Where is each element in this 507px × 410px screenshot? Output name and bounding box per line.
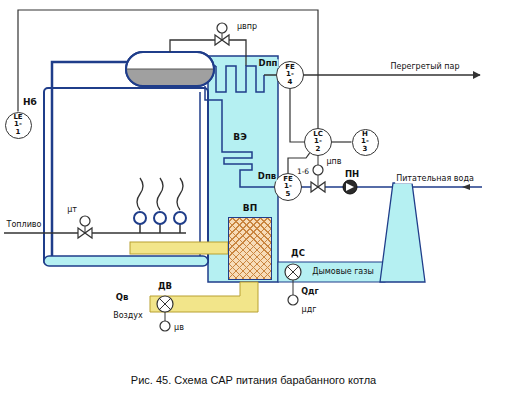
- flow-sensor: FE 1-5: [274, 173, 302, 201]
- fuel-pipe: [4, 232, 186, 234]
- drum: [126, 52, 214, 86]
- air-duct: [150, 282, 258, 312]
- flame: [157, 178, 163, 210]
- drum-outline: [126, 52, 214, 86]
- feed-water-pipe: [205, 86, 482, 187]
- air-heater-hatching: [228, 217, 272, 280]
- figure-caption: Рис. 45. Схема САР питания барабанного к…: [0, 374, 507, 386]
- feed-arrow: [462, 184, 470, 190]
- drum-water: [126, 69, 214, 86]
- flow-sensor: FE 1-4: [276, 61, 304, 89]
- actuator-stem: [165, 312, 166, 321]
- air-actuator: [160, 321, 170, 331]
- burner: [174, 212, 186, 224]
- air-fan: [157, 296, 173, 312]
- node-label: ВП: [241, 204, 259, 213]
- flow-label: Dпп: [258, 59, 279, 68]
- level-controller: LC 1-2: [304, 128, 332, 156]
- signal-line: [332, 141, 352, 142]
- downcomer-pipe: [52, 62, 128, 256]
- water-level-line: [127, 69, 213, 70]
- flame: [137, 178, 143, 210]
- flame: [177, 178, 183, 210]
- setpoint-unit: H 1-3: [352, 129, 379, 156]
- actuator-stem: [293, 280, 294, 295]
- signal-line: [290, 89, 304, 142]
- spray-actuator: [217, 23, 227, 33]
- fuel-actuator: [80, 216, 90, 226]
- node-label: H 1-3: [361, 131, 369, 153]
- tag-number: 1-6: [296, 168, 310, 176]
- feed-actuator: [313, 165, 323, 175]
- level-sensor: LE 1-1: [5, 112, 32, 139]
- stream-name: Топливо: [6, 221, 43, 230]
- flow-label: Qв: [115, 293, 130, 302]
- actuator-stem: [318, 175, 319, 187]
- flow-label: Dпв: [257, 172, 277, 181]
- flow-label: Qдг: [300, 288, 319, 297]
- actuator-label: μт: [66, 206, 78, 215]
- actuator-stem: [222, 33, 223, 40]
- node-label: LE 1-1: [13, 114, 22, 136]
- fan-blades: [287, 266, 299, 278]
- smoke-exhauster: [285, 264, 301, 280]
- node-label: FE 1-4: [285, 64, 295, 86]
- stream-name: Перегретый пар: [389, 63, 460, 72]
- part-name: ДС: [290, 249, 306, 258]
- stream-name: Воздух: [112, 312, 144, 321]
- actuator-label: μвпр: [236, 23, 258, 32]
- chimney: [380, 183, 425, 282]
- level-label: Нб: [22, 98, 38, 108]
- exhauster-actuator: [288, 295, 298, 305]
- actuator-label: μпв: [325, 158, 342, 167]
- pump-mark: [346, 183, 354, 191]
- superheater-coil: [216, 66, 264, 92]
- actuator-label: μдг: [301, 306, 318, 315]
- hot-air-duct: [130, 242, 228, 254]
- part-name: ДВ: [157, 282, 173, 291]
- feed-pump: [343, 180, 357, 194]
- bottom-collector: [44, 256, 208, 266]
- part-name: ПН: [344, 170, 360, 179]
- spray-water-pipe: [170, 40, 246, 66]
- flames: [137, 178, 183, 210]
- stream-name: Дымовые газы: [311, 268, 375, 277]
- node-label: FE 1-5: [283, 176, 293, 198]
- signal-line: [18, 10, 318, 128]
- node-label: LC 1-2: [313, 131, 323, 153]
- actuator-label: μв: [173, 324, 185, 333]
- flue-duct: [278, 262, 385, 282]
- part-name: ВЭ: [232, 133, 247, 143]
- fan-blades: [159, 298, 171, 310]
- wall-tube: [199, 92, 201, 256]
- air-heater: ВП: [226, 204, 274, 280]
- furnace: [44, 88, 208, 265]
- burner: [154, 212, 166, 224]
- stream-name: Питательная вода: [395, 175, 475, 184]
- actuator-stem: [85, 226, 86, 233]
- burner-risers: [140, 224, 180, 233]
- burner: [134, 212, 146, 224]
- burners: [134, 212, 186, 224]
